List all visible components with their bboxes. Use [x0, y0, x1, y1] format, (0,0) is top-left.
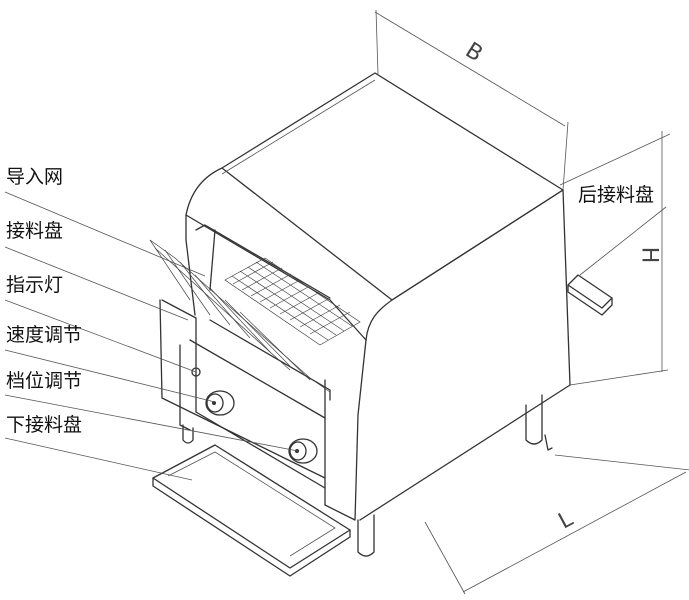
- infeed-mesh-grid: [149, 239, 361, 393]
- label-infeed-mesh: 导入网: [6, 166, 64, 188]
- label-indicator-light: 指示灯: [6, 274, 64, 296]
- label-receiving-tray: 接料盘: [6, 220, 64, 242]
- dimension-height-label: H: [636, 246, 662, 264]
- toaster-body: [159, 72, 571, 521]
- gear-knob: [288, 438, 318, 464]
- speed-knob: [205, 390, 235, 416]
- leader-lines: [4, 191, 667, 481]
- rear-tray: [567, 274, 613, 316]
- label-lower-tray: 下接料盘: [6, 414, 83, 436]
- label-gear-control: 档位调节: [6, 370, 83, 392]
- indicator-light: [191, 367, 201, 377]
- label-speed-control: 速度调节: [6, 324, 83, 346]
- dimension-lines: [374, 9, 689, 595]
- feet: [182, 394, 553, 557]
- label-rear-tray: 后接料盘: [578, 184, 655, 206]
- lower-tray: [152, 444, 351, 577]
